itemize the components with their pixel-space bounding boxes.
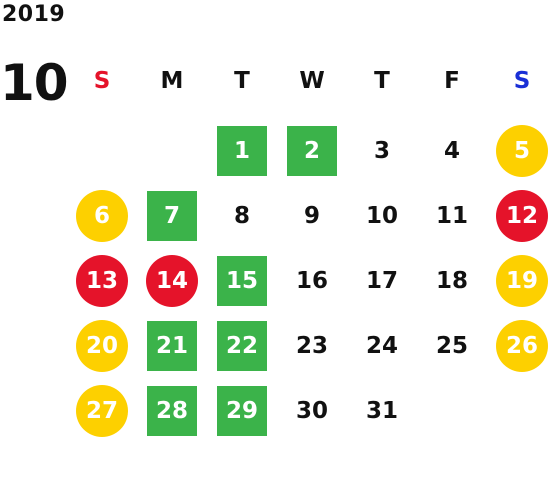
day-27-yellow-marker[interactable]: 27	[76, 384, 128, 437]
weekday-wednesday: W	[299, 68, 325, 94]
day-cell: 15	[207, 248, 277, 313]
day-25[interactable]: 25	[435, 332, 468, 359]
day-cell: 30	[277, 378, 347, 443]
day-cell: 9	[277, 183, 347, 248]
day-cell: 6	[67, 183, 137, 248]
day-30[interactable]: 30	[295, 397, 328, 424]
day-13-red-marker[interactable]: 13	[76, 254, 128, 307]
day-cell: 10	[347, 183, 417, 248]
day-cell: 27	[67, 378, 137, 443]
day-10[interactable]: 10	[365, 202, 398, 229]
day-29-green-marker[interactable]: 29	[217, 385, 267, 436]
day-16[interactable]: 16	[295, 267, 328, 294]
day-4[interactable]: 4	[443, 137, 460, 164]
day-cell: 29	[207, 378, 277, 443]
day-cell: 28	[137, 378, 207, 443]
day-21-green-marker[interactable]: 21	[147, 320, 197, 371]
weekday-header-row: S M T W T F S	[67, 64, 548, 98]
day-cell: 1	[207, 118, 277, 183]
day-cell: 17	[347, 248, 417, 313]
day-3[interactable]: 3	[373, 137, 390, 164]
day-14-red-marker[interactable]: 14	[146, 254, 198, 307]
day-cell: 20	[67, 313, 137, 378]
day-cell: 23	[277, 313, 347, 378]
day-5-yellow-marker[interactable]: 5	[496, 124, 548, 177]
day-28-green-marker[interactable]: 28	[147, 385, 197, 436]
day-31[interactable]: 31	[365, 397, 398, 424]
day-cell: 8	[207, 183, 277, 248]
day-cell: 11	[417, 183, 487, 248]
day-cell: 19	[487, 248, 548, 313]
weekday-monday: M	[160, 68, 184, 94]
day-12-red-marker[interactable]: 12	[496, 189, 548, 242]
day-26-yellow-marker[interactable]: 26	[496, 319, 548, 372]
day-15-green-marker[interactable]: 15	[217, 255, 267, 306]
day-cell: 14	[137, 248, 207, 313]
day-cell: 7	[137, 183, 207, 248]
weekday-tuesday: T	[234, 68, 250, 94]
weekday-sunday: S	[93, 68, 111, 94]
day-cell: 12	[487, 183, 548, 248]
day-cell: 25	[417, 313, 487, 378]
day-9[interactable]: 9	[303, 202, 320, 229]
day-11[interactable]: 11	[435, 202, 468, 229]
day-1-green-marker[interactable]: 1	[217, 125, 267, 176]
day-cell: 22	[207, 313, 277, 378]
empty-cell	[67, 118, 137, 183]
day-23[interactable]: 23	[295, 332, 328, 359]
calendar-month: 10	[0, 54, 69, 112]
day-cell: 31	[347, 378, 417, 443]
day-cell: 21	[137, 313, 207, 378]
weekday-thursday: T	[374, 68, 390, 94]
day-cell: 4	[417, 118, 487, 183]
day-20-yellow-marker[interactable]: 20	[76, 319, 128, 372]
weekday-friday: F	[444, 68, 460, 94]
day-cell: 26	[487, 313, 548, 378]
day-7-green-marker[interactable]: 7	[147, 190, 197, 241]
day-22-green-marker[interactable]: 22	[217, 320, 267, 371]
day-cell: 16	[277, 248, 347, 313]
empty-cell	[137, 118, 207, 183]
day-18[interactable]: 18	[435, 267, 468, 294]
day-6-yellow-marker[interactable]: 6	[76, 189, 128, 242]
day-cell: 2	[277, 118, 347, 183]
calendar-year: 2019	[2, 2, 66, 27]
day-19-yellow-marker[interactable]: 19	[496, 254, 548, 307]
day-17[interactable]: 17	[365, 267, 398, 294]
day-24[interactable]: 24	[365, 332, 398, 359]
day-8[interactable]: 8	[233, 202, 250, 229]
weekday-saturday: S	[513, 68, 531, 94]
day-cell: 13	[67, 248, 137, 313]
day-cell: 18	[417, 248, 487, 313]
day-2-green-marker[interactable]: 2	[287, 125, 337, 176]
day-cell: 3	[347, 118, 417, 183]
day-cell: 24	[347, 313, 417, 378]
day-cell: 5	[487, 118, 548, 183]
